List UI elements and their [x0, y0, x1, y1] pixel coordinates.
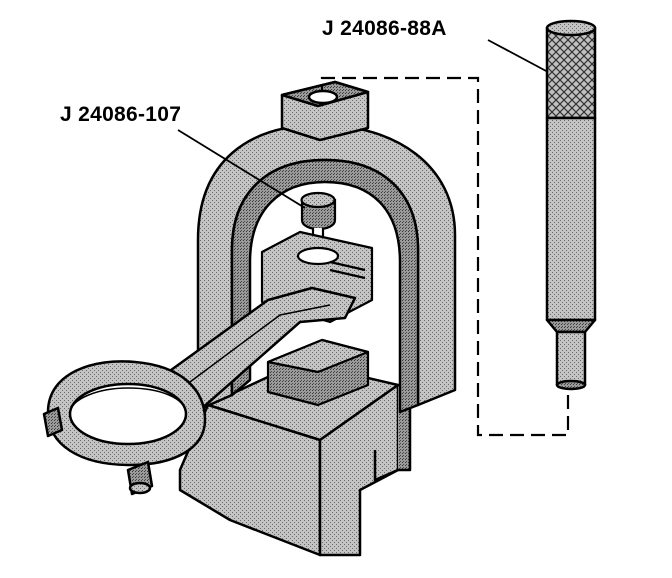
pin-tool — [545, 19, 597, 391]
support-block — [266, 338, 370, 407]
leader-lines — [177, 39, 549, 209]
alignment-path — [320, 76, 570, 437]
pin-tool-label: J 24086-88A — [322, 17, 447, 40]
connecting-rod — [42, 286, 357, 496]
adapter-tool-label: J 24086-107 — [60, 103, 182, 126]
